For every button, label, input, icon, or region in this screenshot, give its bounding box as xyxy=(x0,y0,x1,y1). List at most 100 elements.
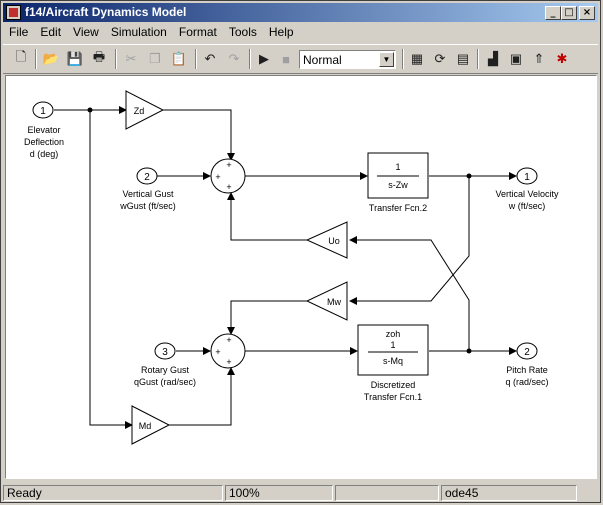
gain-label: Zd xyxy=(134,106,145,116)
toolbar-separator xyxy=(402,49,404,69)
gain-md[interactable]: Md xyxy=(131,405,171,445)
outport-number: 2 xyxy=(524,347,530,358)
maximize-button[interactable]: □ xyxy=(561,6,577,20)
gain-mw[interactable]: Mw xyxy=(305,281,348,321)
branch-point xyxy=(466,348,472,354)
menu-tools[interactable]: Tools xyxy=(228,25,257,39)
signal-line xyxy=(227,192,307,241)
inport-label: wGust (ft/sec) xyxy=(119,201,176,211)
inport-label: Rotary Gust xyxy=(141,365,190,375)
window-title: f14/Aircraft Dynamics Model xyxy=(25,5,187,19)
status-state: Ready xyxy=(3,485,223,501)
menu-help[interactable]: Help xyxy=(268,25,294,39)
undo-icon[interactable]: ↶ xyxy=(204,51,216,66)
outport-pitch-rate[interactable]: 2 xyxy=(516,342,538,360)
sum-sign: + xyxy=(226,160,231,170)
inport-vertical-gust[interactable]: 2 xyxy=(136,167,158,185)
branch-point xyxy=(87,107,93,113)
copy-icon[interactable]: ❐ xyxy=(149,51,161,66)
model-explorer-icon[interactable]: ▣ xyxy=(509,51,523,66)
tf-zoh: zoh xyxy=(386,329,401,339)
toolbar-separator xyxy=(115,49,117,69)
discretized-transfer-fcn-1[interactable]: zoh 1 s-Mq xyxy=(357,324,429,376)
status-empty xyxy=(335,485,439,501)
paste-icon[interactable]: 📋 xyxy=(170,51,188,66)
inport-number: 1 xyxy=(40,106,46,117)
toolbar-separator xyxy=(35,49,37,69)
minimize-button[interactable]: _ xyxy=(545,6,561,20)
toolbar-separator xyxy=(477,49,479,69)
inport-elevator-deflection[interactable]: 1 xyxy=(32,101,54,119)
inport-label: Deflection xyxy=(24,137,64,147)
signal-line xyxy=(349,236,470,351)
toolbar-separator xyxy=(195,49,197,69)
model-canvas[interactable]: 1 Elevator Deflection d (deg) 2 Vertical… xyxy=(5,75,597,479)
signal-line xyxy=(163,109,235,161)
open-folder-icon[interactable]: 📂 xyxy=(42,51,60,66)
resize-grip-icon[interactable] xyxy=(579,485,598,501)
outport-label: w (ft/sec) xyxy=(508,201,546,211)
gain-uo[interactable]: Uo xyxy=(305,221,348,259)
tf-denominator: s-Mq xyxy=(383,356,403,366)
menu-format[interactable]: Format xyxy=(178,25,217,39)
block-caption: Transfer Fcn.2 xyxy=(369,203,427,213)
sum-sign: + xyxy=(226,357,231,367)
status-bar: Ready 100% ode45 xyxy=(3,484,598,502)
outport-label: q (rad/sec) xyxy=(505,377,548,387)
outport-number: 1 xyxy=(524,172,530,183)
branch-point xyxy=(466,173,472,179)
gain-zd[interactable]: Zd xyxy=(125,90,165,130)
library-browser-icon[interactable]: ▟ xyxy=(488,51,498,66)
inport-number: 3 xyxy=(162,347,168,358)
sum-block-lower[interactable]: + + + xyxy=(210,333,246,369)
new-model-icon[interactable]: 🗋 xyxy=(15,49,27,64)
signal-line xyxy=(89,110,133,429)
close-button[interactable]: × xyxy=(579,6,595,20)
sum-block-upper[interactable]: + + + xyxy=(210,158,246,194)
outport-label: Vertical Velocity xyxy=(495,189,559,199)
gain-label: Uo xyxy=(328,236,340,246)
stop-simulation-icon[interactable]: ■ xyxy=(282,51,290,67)
start-simulation-icon[interactable]: ▶ xyxy=(259,51,269,66)
inport-label: qGust (rad/sec) xyxy=(134,377,196,387)
tf-numerator: 1 xyxy=(390,340,395,350)
simulink-app-icon[interactable] xyxy=(6,5,21,20)
status-zoom: 100% xyxy=(225,485,333,501)
title-bar[interactable]: f14/Aircraft Dynamics Model _ □ × xyxy=(3,3,598,22)
block-caption: Transfer Fcn.1 xyxy=(364,392,422,402)
sum-sign: + xyxy=(215,347,220,357)
inport-rotary-gust[interactable]: 3 xyxy=(154,342,176,360)
menu-edit[interactable]: Edit xyxy=(40,25,62,39)
debugger-icon[interactable]: ✱ xyxy=(556,51,568,66)
chevron-down-icon[interactable]: ▼ xyxy=(379,52,394,67)
cut-icon[interactable]: ✂ xyxy=(125,51,137,66)
build-icon[interactable]: ▦ xyxy=(410,51,424,66)
build-subsystem-icon[interactable]: ▤ xyxy=(456,51,470,66)
print-icon[interactable]: 🖶 xyxy=(92,49,106,64)
toolbar: 🗋 📂 💾 🖶 ✂ ❐ 📋 ↶ ↷ ▶ ■ Normal ▼ ▦ ⟳ ▤ ▟ ▣… xyxy=(3,44,598,74)
gain-label: Mw xyxy=(327,297,341,307)
update-diagram-icon[interactable]: ⟳ xyxy=(434,51,446,66)
tf-numerator: 1 xyxy=(395,162,400,172)
transfer-fcn-2[interactable]: 1 s-Zw xyxy=(367,152,429,199)
menu-simulation[interactable]: Simulation xyxy=(110,25,167,39)
menu-file[interactable]: File xyxy=(9,25,29,39)
inport-label: Elevator xyxy=(27,125,60,135)
status-solver: ode45 xyxy=(441,485,577,501)
menu-view[interactable]: View xyxy=(73,25,99,39)
sum-sign: + xyxy=(215,172,220,182)
simulation-mode-value: Normal xyxy=(303,53,342,67)
outport-vertical-velocity[interactable]: 1 xyxy=(516,167,538,185)
save-disk-icon[interactable]: 💾 xyxy=(66,51,84,66)
inport-label: Vertical Gust xyxy=(122,189,174,199)
block-diagram: 1 Elevator Deflection d (deg) 2 Vertical… xyxy=(24,90,559,445)
signal-line xyxy=(169,367,235,426)
sum-sign: + xyxy=(226,335,231,345)
tf-denominator: s-Zw xyxy=(388,180,408,190)
go-to-parent-icon[interactable]: ⇑ xyxy=(533,51,545,66)
signal-line xyxy=(349,176,470,305)
redo-icon[interactable]: ↷ xyxy=(228,51,240,66)
block-caption: Discretized xyxy=(371,380,416,390)
simulation-mode-select[interactable]: Normal ▼ xyxy=(299,50,396,69)
